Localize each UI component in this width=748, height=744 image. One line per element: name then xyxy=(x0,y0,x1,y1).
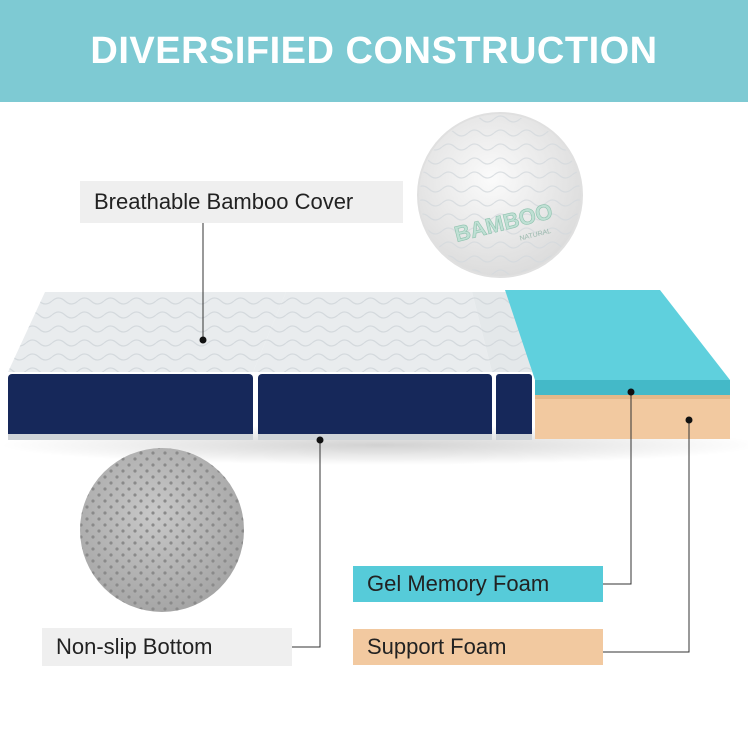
non-slip-bottom-zoom xyxy=(80,448,244,612)
leader-line-bottom xyxy=(250,440,321,648)
panel-side-middle xyxy=(258,374,492,438)
gel-foam-top xyxy=(505,290,730,380)
label-non-slip-bottom: Non-slip Bottom xyxy=(42,628,292,666)
marker-dot-support xyxy=(685,416,693,424)
marker-dot-bottom xyxy=(316,436,324,444)
panel-side-right xyxy=(496,374,532,438)
panel-side-left xyxy=(8,374,253,438)
support-foam-layer xyxy=(535,395,730,439)
marker-dot-gel xyxy=(627,388,635,396)
gel-foam-side xyxy=(535,380,730,395)
label-support-foam: Support Foam xyxy=(353,629,603,665)
marker-dot-cover xyxy=(199,336,207,344)
leader-line-gel xyxy=(600,392,632,585)
label-breathable-bamboo-cover: Breathable Bamboo Cover xyxy=(80,181,403,223)
page-title: DIVERSIFIED CONSTRUCTION xyxy=(90,29,658,72)
label-gel-memory-foam: Gel Memory Foam xyxy=(353,566,603,602)
bamboo-cover-zoom: BAMBOO NATURAL xyxy=(417,112,583,278)
header-banner: DIVERSIFIED CONSTRUCTION xyxy=(0,0,748,102)
